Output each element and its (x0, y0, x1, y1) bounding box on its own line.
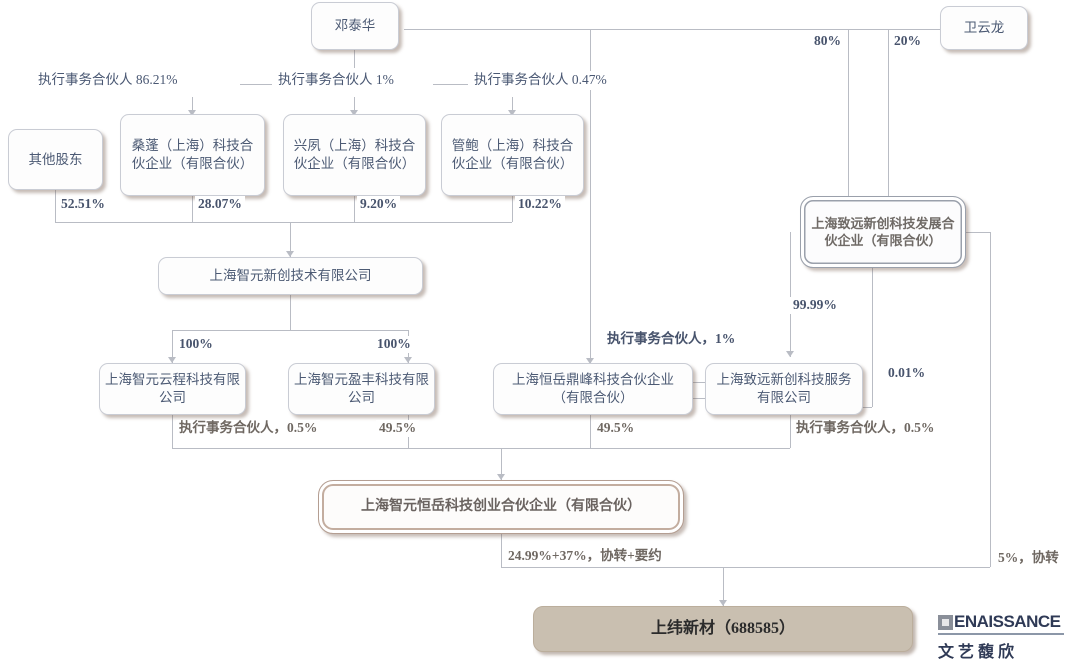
edge-label-49-5-left: 49.5% (376, 420, 420, 437)
connector-guanbao-down (512, 196, 513, 222)
connector-hengyue-fuwu-tie (693, 382, 705, 383)
edge-label-100-right: 100% (374, 336, 414, 353)
edge-label-10-22: 10.22% (515, 196, 565, 213)
node-label: 上纬新材（688585） (650, 620, 795, 638)
edge-label-100-left: 100% (176, 336, 216, 353)
node-label: 上海智元新创技术有限公司 (209, 268, 372, 284)
edge-label-49-5-mid: 49.5% (594, 420, 638, 437)
connector-fazhan-to-listed (723, 567, 990, 568)
node-other-shareholders[interactable]: 其他股东 (8, 129, 103, 190)
connector-bottom-merge-bus (172, 448, 790, 449)
arrow-fuwu (786, 351, 794, 357)
node-zhiyuan-yingfeng[interactable]: 上海智元盈丰科技有限公司 (288, 363, 435, 415)
edge-label-acquisition-terms: 24.99%+37%，协转+要约 (505, 548, 665, 565)
edge-label-0-01: 0.01% (885, 365, 929, 382)
node-zhiyuan-hengyue[interactable]: 上海智元恒岳科技创业合伙企业（有限合伙） (318, 480, 684, 534)
logo-chinese-name: 文艺馥欣 (938, 644, 1019, 661)
node-label: 卫云龙 (963, 20, 1005, 36)
connector-gp047-to-guanbao (512, 97, 513, 114)
node-label: 桑蓬（上海）科技合伙企业（有限合伙） (131, 138, 254, 171)
connector-gp8621-to-sangpeng (192, 97, 193, 114)
connector-other-down (55, 190, 56, 222)
connector-label-row-2 (433, 84, 468, 85)
edge-label-52-51: 52.51% (58, 196, 108, 213)
arrow-hengyue-dingfeng (586, 358, 594, 364)
node-deng-taihua[interactable]: 邓泰华 (311, 2, 399, 50)
node-zhiyuan-xinchuang[interactable]: 上海智元新创技术有限公司 (158, 257, 423, 295)
connector-bus-to-hengyue-partnership (501, 448, 502, 480)
connector-deng-to-gp1 (354, 50, 355, 68)
node-guanbao[interactable]: 管鲍（上海）科技合伙企业（有限合伙） (441, 114, 584, 196)
connector-20pct (888, 29, 889, 224)
node-hengyue-dingfeng[interactable]: 上海恒岳鼎峰科技合伙企业（有限合伙） (493, 363, 693, 415)
connector-subsidiary-split (172, 330, 408, 331)
logo-wordmark: ENAISSANCE (954, 612, 1061, 631)
connector-fazhan-riser (990, 232, 991, 567)
node-label: 上海智元云程科技有限公司 (105, 372, 240, 405)
edge-label-99-99: 99.99% (790, 297, 840, 314)
edge-label-5-pct-xhz: 5%，协转 (995, 550, 1062, 567)
arrow-zhiyuan-hengyue (497, 474, 505, 480)
logo-wordmark-row: ENAISSANCE (938, 612, 1064, 635)
connector-merge-bus (55, 222, 512, 223)
arrow-sangpeng (188, 110, 196, 116)
connector-80pct (848, 29, 849, 224)
connector-bus-to-zhiyuan (290, 222, 291, 257)
node-label: 上海致远新创科技服务有限公司 (716, 372, 852, 405)
edge-label-28-07: 28.07% (195, 196, 245, 213)
node-zhiyuan-yuncheng[interactable]: 上海智元云程科技有限公司 (99, 363, 246, 415)
node-label: 管鲍（上海）科技合伙企业（有限合伙） (451, 138, 574, 171)
connector-label-row-1 (240, 84, 278, 85)
connector-to-yuncheng (172, 330, 173, 363)
arrow-listed-company (719, 600, 727, 606)
connector-gp1-to-xingfeng (354, 97, 355, 114)
connector-fazhan-to-fuwu (790, 302, 791, 357)
arrow-yuncheng (168, 357, 176, 363)
connector-gp1mid-riser (590, 29, 591, 449)
edge-label-gp-1-mid: 执行事务合伙人，1% (604, 331, 739, 348)
connector-to-listed-h (501, 567, 723, 568)
edge-label-gp-047: 执行事务合伙人 0.47% (468, 71, 613, 90)
node-xingfeng[interactable]: 兴夙（上海）科技合伙企业（有限合伙） (283, 114, 426, 196)
node-label: 兴夙（上海）科技合伙企业（有限合伙） (293, 138, 416, 171)
node-label: 上海恒岳鼎峰科技合伙企业（有限合伙） (512, 372, 674, 405)
node-label: 邓泰华 (334, 18, 376, 34)
connector-hengyue-down (590, 415, 591, 448)
connector-sangpeng-down (192, 196, 193, 222)
node-label: 上海致远新创科技发展合伙企业（有限合伙） (811, 215, 955, 248)
edge-label-gp-1: 执行事务合伙人 1% (272, 71, 400, 90)
edge-label-gp-05-left: 执行事务合伙人，0.5% (176, 420, 321, 437)
connector-hengyue-partnership-down (501, 534, 502, 567)
connector-001-riser (872, 232, 873, 407)
node-label: 上海智元盈丰科技有限公司 (294, 372, 429, 405)
arrow-yingfeng (404, 357, 412, 363)
renaissance-logo: ENAISSANCE 文艺馥欣 (938, 612, 1064, 661)
connector-fazhan-right (966, 232, 990, 233)
connector-fazhan-down-left (790, 232, 791, 302)
node-zhiyuan-fuwu[interactable]: 上海致远新创科技服务有限公司 (705, 363, 863, 415)
edge-label-gp-05-right: 执行事务合伙人，0.5% (793, 420, 938, 437)
connector-001-into-fuwu (862, 407, 872, 408)
connector-deng-to-right (404, 29, 940, 30)
arrow-guanbao (508, 110, 516, 116)
node-zhiyuan-fazhan[interactable]: 上海致远新创科技发展合伙企业（有限合伙） (800, 196, 966, 268)
edge-label-80: 80% (811, 33, 844, 50)
connector-yuncheng-down (172, 415, 173, 448)
node-listed-company[interactable]: 上纬新材（688585） (533, 606, 913, 652)
node-label: 上海智元恒岳科技创业合伙企业（有限合伙） (361, 498, 641, 514)
node-sangpeng[interactable]: 桑蓬（上海）科技合伙企业（有限合伙） (120, 114, 265, 196)
connector-xingfeng-down (354, 196, 355, 222)
edge-label-gp-86-21: 执行事务合伙人 86.21% (32, 71, 184, 90)
connector-hengyue-fuwu-tie2 (693, 398, 705, 399)
arrow-xingfeng (350, 110, 358, 116)
edge-label-9-20: 9.20% (357, 196, 401, 213)
node-wei-yunlong[interactable]: 卫云龙 (940, 6, 1028, 50)
node-label: 其他股东 (28, 151, 83, 167)
edge-label-20: 20% (891, 33, 924, 50)
connector-zhiyuan-down (290, 295, 291, 330)
connector-fuwu-down (790, 415, 791, 448)
arrow-zhiyuan-xinchuang (286, 251, 294, 257)
connector-to-listed-v (723, 567, 724, 606)
logo-r-mark-icon (938, 614, 953, 630)
